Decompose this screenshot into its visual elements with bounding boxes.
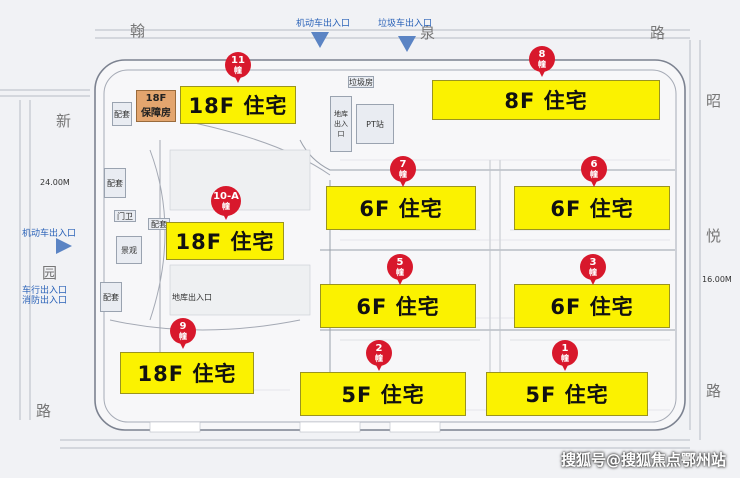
- pin-unit: 幢: [234, 65, 242, 75]
- affordable-housing-label: 保障房: [141, 108, 171, 119]
- pin-unit: 幢: [589, 267, 597, 277]
- distribution-block-4: 配套: [100, 282, 122, 312]
- pin-number: 11: [231, 54, 245, 66]
- pin-number: 3: [589, 256, 597, 268]
- pin-number: 9: [179, 320, 187, 332]
- garage-entrance-2-label: 地库出入口: [172, 293, 212, 302]
- garage-entrance-box: 地库出入口: [330, 96, 352, 152]
- top-vehicle-arrow-icon: [311, 32, 329, 48]
- pin-number: 5: [396, 256, 404, 268]
- garbage-room: 垃圾房: [348, 76, 374, 88]
- pt-station: PT站: [356, 104, 394, 144]
- pin-number: 8: [538, 48, 546, 60]
- watermark-text: 搜狐号@搜狐焦点鄂州站: [560, 451, 726, 469]
- road-label-right-mid: 悦: [706, 227, 722, 245]
- left-vehicle-entrance-label: 机动车出入口: [22, 229, 77, 239]
- building-2-block: 5F 住宅: [300, 372, 466, 416]
- pin-unit: 幢: [399, 169, 407, 179]
- gate-house: 门卫: [114, 210, 136, 222]
- pin-unit: 幢: [538, 59, 546, 69]
- road-label-right-bottom: 路: [706, 382, 722, 400]
- pin-number: 7: [399, 158, 407, 170]
- pin-unit: 幢: [396, 267, 404, 277]
- road-label-left-top: 新: [56, 112, 72, 130]
- pin-number: 1: [561, 342, 569, 354]
- right-dimension-label: 16.00M: [702, 275, 732, 284]
- distribution-block-1: 配套: [112, 102, 132, 126]
- left-vehicle-arrow-icon: [56, 238, 72, 254]
- building-5-block: 6F 住宅: [320, 284, 476, 328]
- road-label-left-bottom: 路: [36, 402, 52, 420]
- affordable-housing-block: 18F 保障房: [136, 90, 176, 122]
- road-label-top-right: 泉: [420, 24, 436, 42]
- pin-number: 10-A: [213, 190, 239, 202]
- pin-unit: 幢: [375, 353, 383, 363]
- distribution-block-2: 配套: [104, 168, 126, 198]
- road-label-top-far-right: 路: [650, 24, 666, 42]
- pin-unit: 幢: [222, 201, 230, 211]
- building-3-block: 6F 住宅: [514, 284, 670, 328]
- pin-unit: 幢: [590, 169, 598, 179]
- top-garbage-entrance-label: 垃圾车出入口: [378, 19, 433, 29]
- building-8-block: 8F 住宅: [432, 80, 660, 120]
- building-6-block: 6F 住宅: [514, 186, 670, 230]
- road-label-left-mid: 园: [42, 264, 58, 282]
- building-7-block: 6F 住宅: [326, 186, 476, 230]
- road-label-right-top: 昭: [706, 92, 722, 110]
- top-vehicle-entrance-label: 机动车出入口: [296, 19, 351, 29]
- building-10a-block: 18F 住宅: [166, 222, 284, 260]
- building-11-block: 18F 住宅: [180, 86, 296, 124]
- affordable-floor-label: 18F: [145, 93, 167, 104]
- pin-unit: 幢: [561, 353, 569, 363]
- left-fire-entrance-label: 车行出入口 消防出入口: [22, 286, 68, 306]
- building-9-block: 18F 住宅: [120, 352, 254, 394]
- top-garbage-arrow-icon: [398, 36, 416, 52]
- pin-unit: 幢: [179, 331, 187, 341]
- building-1-block: 5F 住宅: [486, 372, 648, 416]
- landscape-area: 景观: [116, 236, 142, 264]
- pin-number: 6: [590, 158, 598, 170]
- road-label-top-left: 翰: [130, 22, 146, 40]
- pin-number: 2: [375, 342, 383, 354]
- left-dimension-label: 24.00M: [40, 178, 70, 187]
